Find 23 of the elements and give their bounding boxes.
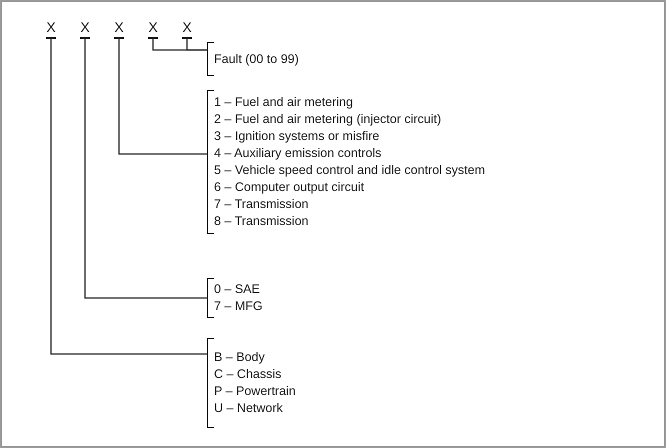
code-description: 7 – MFG [214,298,263,315]
code-description: 4 – Auxiliary emission controls [214,145,382,162]
code-description: P – Powertrain [214,383,296,400]
connector-line [84,39,207,299]
code-description: C – Chassis [214,366,282,383]
code-description: U – Network [214,400,284,417]
code-description: 8 – Transmission [214,213,310,230]
connector-line [186,39,207,51]
code-description: 3 – Ignition systems or misfire [214,128,380,145]
bracket-group [207,90,485,234]
code-description: 2 – Fuel and air metering (injector circuit) [214,111,442,128]
code-description: 0 – SAE [214,281,261,298]
code-description: Fault (00 to 99) [214,50,299,68]
bracket-group [207,278,263,318]
code-description: 7 – Transmission [214,196,310,213]
code-description: 5 – Vehicle speed control and idle control system [214,162,485,179]
connector-line [50,39,207,355]
code-description: B – Body [214,349,266,366]
code-description: 1 – Fuel and air metering [214,94,354,111]
bracket-group [207,338,296,428]
connector-line [118,39,207,155]
code-description: 6 – Computer output circuit [214,179,366,196]
bracket-group [207,42,299,76]
